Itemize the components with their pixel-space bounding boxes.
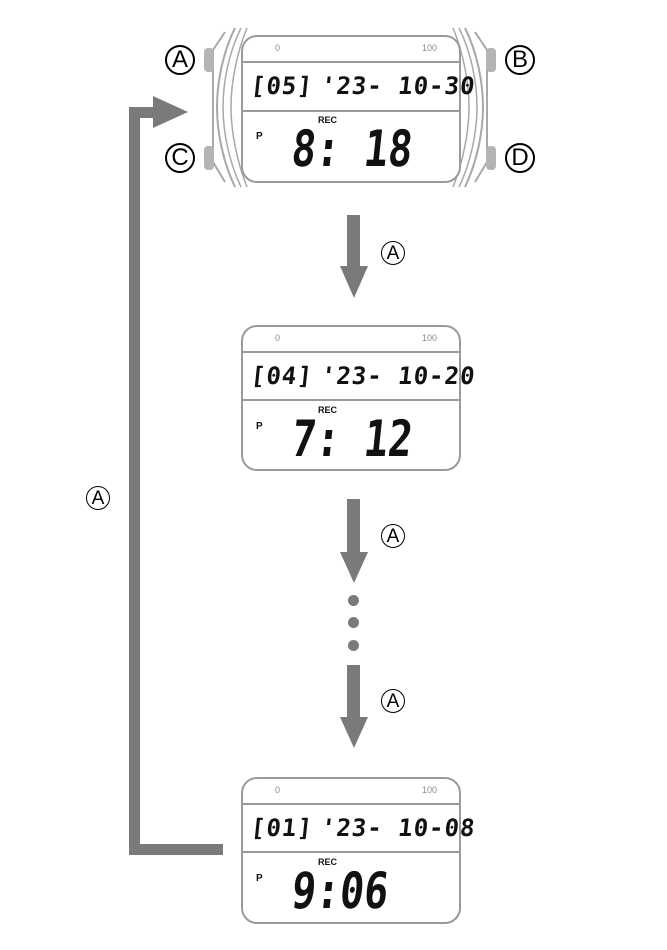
button-a-nub [204,48,214,72]
rec-indicator: REC [318,857,338,867]
scale-bar: 0 100 [243,779,459,805]
button-c-nub [204,146,214,170]
scale-max: 100 [421,333,437,343]
date-row: [04] '23- 10-20 [243,351,477,401]
scale-bar: 0 100 [243,327,459,353]
date-row: [01] '23- 10-08 [243,803,477,853]
button-d-nub [486,146,496,170]
down-arrow-1-shaft [347,215,360,268]
scale-max: 100 [421,785,437,795]
arrow-3-label: A [381,689,405,713]
scale-min: 0 [275,333,281,343]
date-row: [05] '23- 10-30 [243,61,477,112]
scale-min: 0 [275,43,281,53]
record-number: [05] [249,72,315,100]
arrow-1-label: A [381,241,405,265]
scale-max: 100 [421,43,437,53]
display-record-04: 0 100 [04] '23- 10-20 REC P 7: 12 [241,325,477,471]
scale-bar: 0 100 [243,37,459,63]
button-d-label[interactable]: D [505,143,535,173]
arrow-2-label: A [381,524,405,548]
pm-indicator: P [256,421,263,432]
record-time: 7: 12 [288,411,416,469]
record-date: '23- 10-30 [319,72,477,100]
record-date: '23- 10-20 [319,362,477,390]
display-record-01: 0 100 [01] '23- 10-08 REC P 9:06 [241,777,477,924]
loop-arrowhead-icon [153,96,188,128]
pm-indicator: P [256,873,263,884]
button-c-label[interactable]: C [165,143,195,173]
down-arrow-3-shaft [347,665,360,719]
pm-indicator: P [256,131,263,142]
button-b-nub [486,48,496,72]
down-arrow-2-icon [340,552,368,583]
loop-arrow-top [129,107,155,118]
button-b-label[interactable]: B [505,45,535,75]
button-a-label[interactable]: A [165,45,195,75]
record-number: [04] [249,362,315,390]
loop-arrow-vertical [129,107,140,855]
record-time: 9:06 [288,863,392,921]
record-date: '23- 10-08 [319,814,477,842]
ellipsis-dot-icon [348,595,359,606]
scale-min: 0 [275,785,281,795]
ellipsis-dot-icon [348,640,359,651]
display-record-05: 0 100 [05] '23- 10-30 REC P 8: 18 [241,35,477,183]
down-arrow-1-icon [340,266,368,298]
down-arrow-3-icon [340,717,368,748]
loop-label: A [86,486,110,510]
record-time: 8: 18 [288,121,416,179]
rec-indicator: REC [318,405,338,415]
ellipsis-dot-icon [348,617,359,628]
loop-arrow-bottom [129,844,223,855]
record-number: [01] [249,814,315,842]
down-arrow-2-shaft [347,499,360,554]
rec-indicator: REC [318,115,338,125]
